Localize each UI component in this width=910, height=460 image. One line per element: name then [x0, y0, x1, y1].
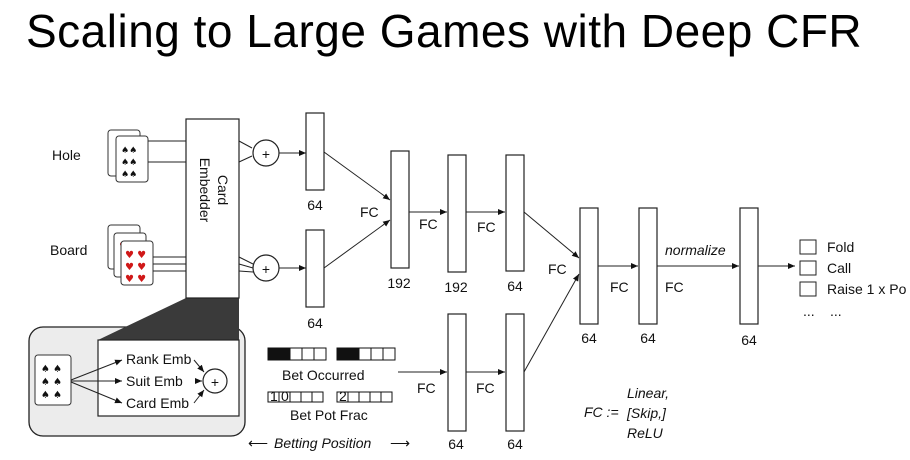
betting-position-left-arrow: ⟵ [248, 435, 268, 451]
output-size: 64 [741, 332, 757, 348]
merge-layer-2 [447, 154, 467, 273]
fc-label-4: FC [548, 261, 567, 277]
slide-title: Scaling to Large Games with Deep CFR [26, 5, 863, 57]
legend-skip: [Skip,] [626, 405, 667, 421]
bet-2-size: 64 [507, 436, 523, 452]
merge-layer-3 [505, 154, 525, 272]
betting-position-label: Betting Position [274, 435, 371, 451]
final-layer-1 [579, 207, 599, 325]
inset-suit-emb: Suit Emb [126, 373, 183, 389]
inset-sum-plus: + [211, 374, 219, 390]
merge-layer-1 [390, 150, 410, 269]
fc-label-3: FC [477, 219, 496, 235]
inset-sum-node [202, 368, 228, 394]
output-layer [739, 207, 759, 325]
final-1-size: 64 [581, 330, 597, 346]
merge-3-size: 64 [507, 278, 523, 294]
inset-card-icon: ♠ ♠ ♠ ♠ ♠ ♠ [34, 354, 72, 406]
action-raise: Raise 1 x Po [827, 281, 907, 297]
svg-text:♠♠: ♠♠ [121, 146, 137, 156]
svg-text:♥ ♥: ♥ ♥ [125, 250, 146, 261]
legend-fc-def: FC := [584, 404, 619, 420]
pot-frac-cell-3: 2 [339, 388, 347, 404]
svg-text:♠♠: ♠♠ [121, 158, 137, 168]
hole-cards-icon: ♥ ♠♠ ♠♠ ♠♠ [107, 129, 149, 183]
bet-1-size: 64 [448, 436, 464, 452]
legend-relu: ReLU [627, 425, 664, 441]
bet-occurred-label: Bet Occurred [282, 367, 364, 383]
normalize-label: normalize [665, 242, 726, 258]
actions-ellipsis-1: ... [803, 303, 815, 319]
action-box-raise [799, 281, 817, 297]
final-layer-2 [638, 207, 658, 325]
svg-text:♥ ♥: ♥ ♥ [125, 274, 146, 285]
inset-card-emb: Card Emb [126, 395, 189, 411]
fc-label-5: FC [610, 279, 629, 295]
card-embedder-label-2: Embedder [197, 158, 213, 223]
legend-linear: Linear, [627, 385, 669, 401]
action-call: Call [827, 260, 851, 276]
pot-frac-cell-1: 1 [270, 388, 278, 404]
board-fc-size: 64 [307, 315, 323, 331]
bet-pot-frac-label: Bet Pot Frac [290, 407, 368, 423]
svg-text:♠♠: ♠♠ [121, 170, 137, 180]
board-label: Board [50, 242, 87, 258]
fc-label-6: FC [665, 279, 684, 295]
merge-2-size: 192 [444, 279, 468, 295]
inset-rank-emb: Rank Emb [126, 351, 192, 367]
board-cards-icon: ♥♥ ♥♥ ♥ ♥ ♥ ♥ ♥ ♥ [107, 224, 154, 286]
fc-label-bet-1: FC [417, 380, 436, 396]
svg-text:♠ ♠: ♠ ♠ [41, 390, 62, 401]
zoom-trapezoid [98, 298, 239, 340]
svg-text:♥ ♥: ♥ ♥ [125, 262, 146, 273]
card-embedder-box [185, 118, 240, 299]
merge-1-size: 192 [387, 275, 411, 291]
bet-layer-1 [447, 313, 467, 432]
svg-text:♠ ♠: ♠ ♠ [41, 377, 62, 388]
final-2-size: 64 [640, 330, 656, 346]
bet-layer-2 [505, 313, 525, 432]
hole-fc-layer [305, 112, 325, 191]
board-fc-layer [305, 229, 325, 308]
board-sum-plus: + [262, 261, 270, 277]
bet-pot-frac-vector [267, 391, 393, 403]
hole-label: Hole [52, 147, 81, 163]
hole-fc-size: 64 [307, 197, 323, 213]
action-box-fold [799, 239, 817, 255]
action-box-call [799, 260, 817, 276]
actions-ellipsis-2: ... [830, 303, 842, 319]
fc-label-bet-2: FC [476, 380, 495, 396]
betting-position-right-arrow: ⟶ [390, 435, 410, 451]
svg-text:♠ ♠: ♠ ♠ [41, 364, 62, 375]
action-fold: Fold [827, 239, 854, 255]
fc-label-merge: FC [360, 204, 379, 220]
bet-occurred-vector [267, 347, 396, 361]
pot-frac-cell-2: 0 [281, 388, 289, 404]
fc-label-2: FC [419, 216, 438, 232]
card-embedder-label-1: Card [215, 175, 231, 205]
hole-sum-plus: + [262, 146, 270, 162]
